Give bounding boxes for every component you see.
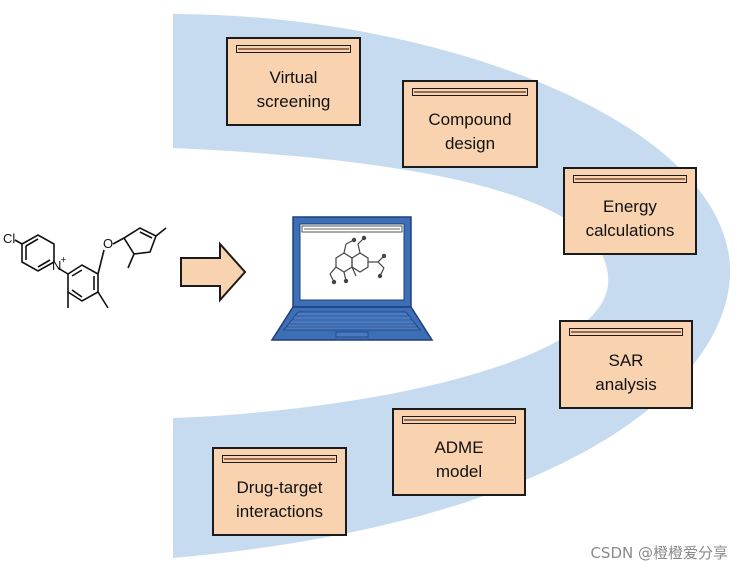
step-box-sar-analysis: SAR analysis <box>559 320 693 409</box>
oxygen-atom-label: O <box>103 236 113 251</box>
screen-molecule-icon <box>329 235 387 285</box>
window-titlebar <box>569 328 683 336</box>
step-label: SAR analysis <box>595 350 657 394</box>
watermark-text: CSDN @橙橙爱分享 <box>590 544 728 562</box>
chemical-structure <box>14 227 167 309</box>
step-box-energy-calculations: Energy calculations <box>563 167 697 255</box>
step-label: ADME model <box>434 438 484 481</box>
window-titlebar <box>236 45 351 53</box>
workflow-arc-band <box>173 14 731 558</box>
step-box-drug-target-interactions: Drug-target interactions <box>212 447 347 536</box>
nitrogen-charge-label: + <box>60 255 67 264</box>
window-titlebar <box>402 416 516 424</box>
laptop-icon <box>270 216 434 341</box>
window-titlebar <box>412 88 528 96</box>
step-box-virtual-screening: Virtual screening <box>226 37 361 126</box>
window-titlebar <box>573 175 687 183</box>
step-label: Compound design <box>428 110 512 153</box>
process-arrow <box>180 241 247 303</box>
step-label: Energy calculations <box>585 197 675 240</box>
window-titlebar <box>222 455 337 463</box>
nitrogen-atom-label: N <box>52 258 61 273</box>
step-label: Virtual screening <box>256 67 331 111</box>
step-box-compound-design: Compound design <box>402 80 538 168</box>
chlorine-atom-label: Cl <box>3 231 15 246</box>
step-box-adme-model: ADME model <box>392 408 526 496</box>
step-label: Drug-target interactions <box>236 477 323 521</box>
